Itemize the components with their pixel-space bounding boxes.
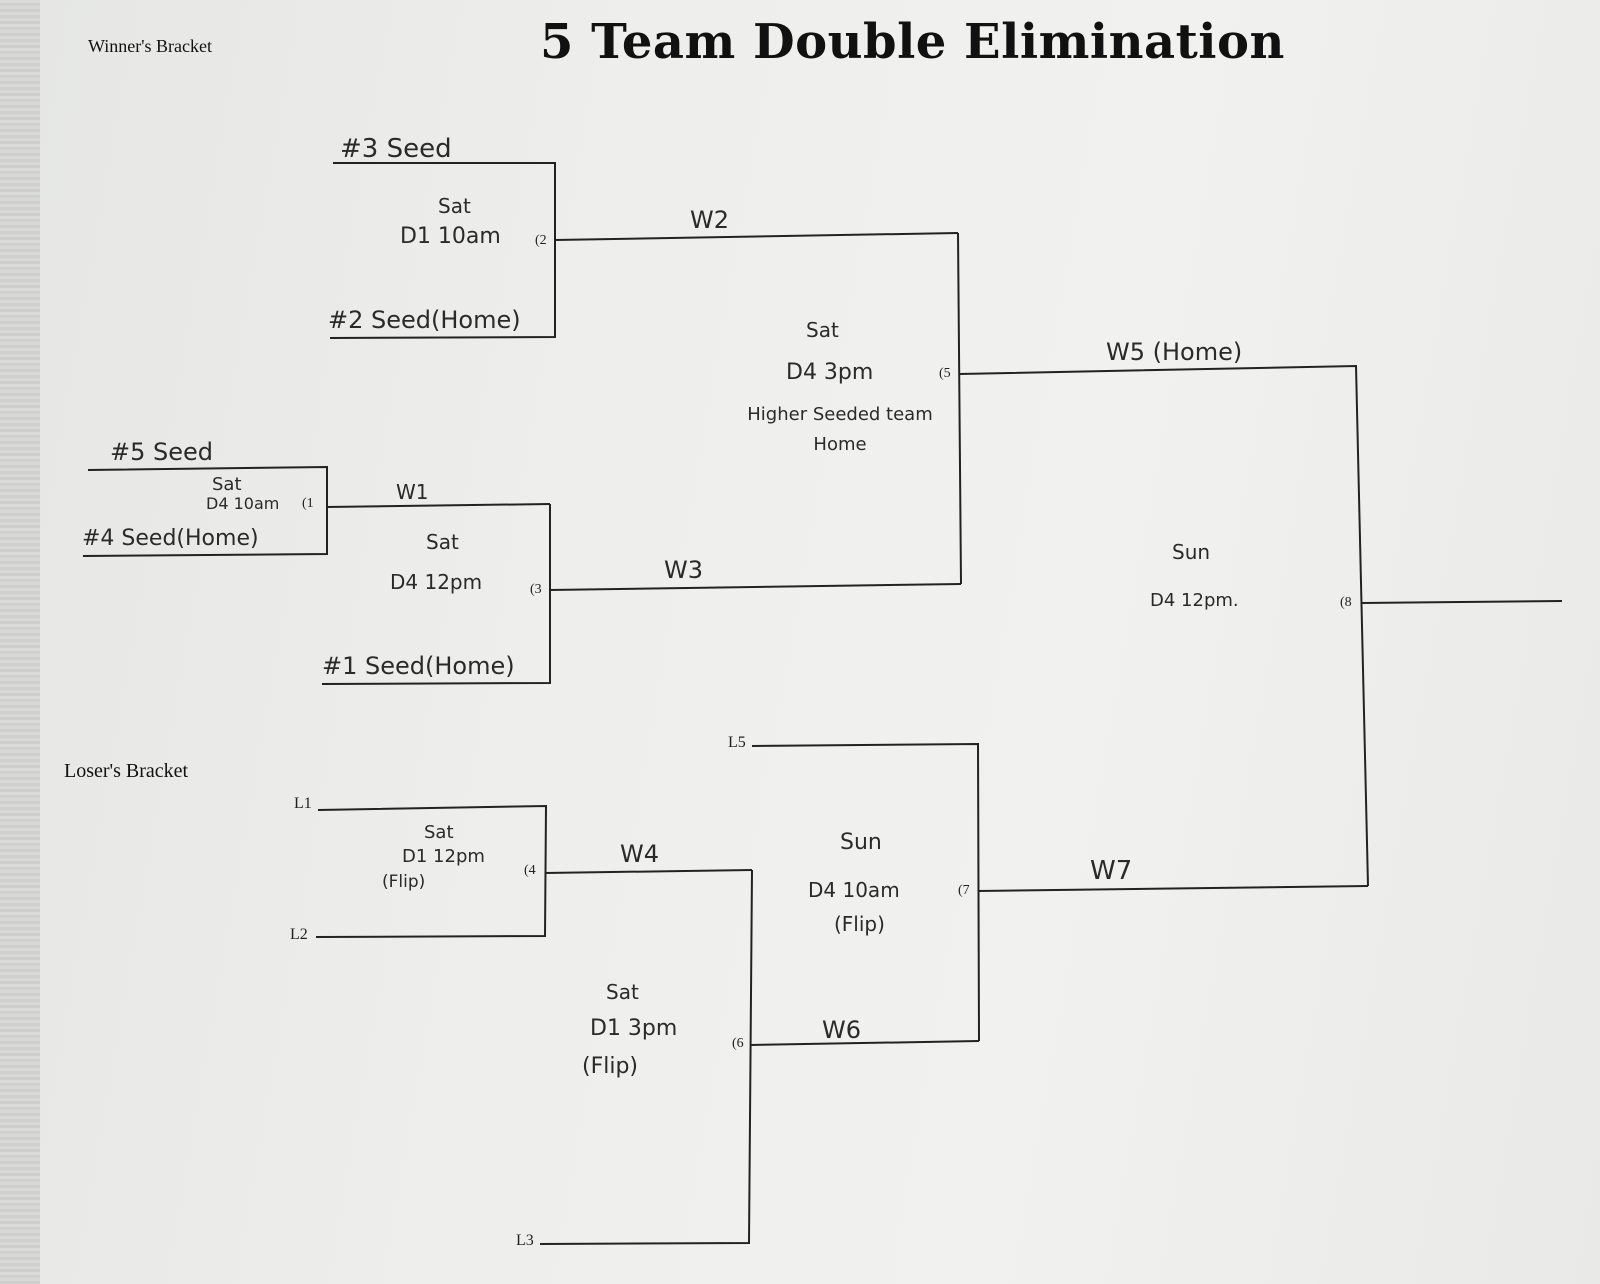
game-5-number: (5 (939, 366, 951, 381)
game-8-out-line (1361, 600, 1563, 604)
seed-2-label: #2 Seed(Home) (328, 306, 521, 334)
game-5-note: Higher Seeded team Home (747, 404, 933, 455)
game-3-day: Sat (426, 530, 459, 554)
game-6-time: D1 3pm (590, 1016, 678, 1041)
game-3-time: D4 12pm (390, 570, 483, 594)
background-strip (0, 0, 40, 1284)
game-6-note: (Flip) (582, 1054, 639, 1079)
game-5-time: D4 3pm (786, 360, 874, 385)
page-title: 5 Team Double Elimination (540, 14, 1285, 70)
game-3-lines (321, 504, 551, 685)
game-2-number: (2 (535, 233, 547, 248)
game-6-lines (539, 869, 753, 1245)
game-8-number: (8 (1340, 595, 1352, 610)
game-2-time: D1 10am (400, 224, 501, 249)
game-7-out-line (977, 885, 1369, 892)
w7-label: W7 (1090, 856, 1133, 886)
game-5-day: Sat (806, 318, 839, 342)
game-1-day: Sat (212, 474, 242, 495)
bracket-sheet (40, 0, 1600, 1284)
game-3-out-line (549, 583, 962, 591)
game-4-out-line (544, 869, 753, 874)
seed-3-label: #3 Seed (340, 134, 452, 164)
game-4-time: D1 12pm (402, 846, 485, 867)
game-5-lines (957, 232, 962, 585)
w1-label: W1 (396, 480, 429, 504)
w3-label: W3 (664, 556, 703, 584)
seed-5-label: #5 Seed (110, 438, 214, 466)
game-2-lines (329, 162, 556, 339)
winners-bracket-label: Winner's Bracket (88, 36, 212, 56)
game-1-time: D4 10am (206, 494, 280, 513)
w6-label: W6 (822, 1016, 861, 1044)
game-3-number: (3 (530, 582, 542, 597)
l3-label: L3 (516, 1232, 534, 1249)
game-4-number: (4 (524, 863, 536, 878)
seed-4-label: #4 Seed(Home) (82, 526, 259, 551)
game-4-note: (Flip) (382, 872, 426, 892)
game-4-day: Sat (424, 822, 454, 843)
game-6-number: (6 (732, 1036, 744, 1051)
seed-1-label: #1 Seed(Home) (322, 652, 515, 680)
game-7-note: (Flip) (834, 912, 885, 936)
game-1-lines (82, 465, 328, 557)
l2-label: L2 (290, 926, 308, 943)
game-4-lines (315, 804, 548, 938)
game-1-out-line (326, 503, 551, 508)
game-8-time: D4 12pm. (1150, 590, 1239, 611)
game-6-day: Sat (606, 980, 639, 1004)
game-1-number: (1 (302, 496, 314, 511)
w5-label: W5 (Home) (1106, 338, 1243, 366)
game-7-lines (751, 742, 980, 1042)
l1-label: L1 (294, 795, 312, 812)
game-7-day: Sun (840, 830, 882, 855)
l5-label: L5 (728, 734, 746, 751)
w2-label: W2 (690, 206, 729, 234)
losers-bracket-label: Loser's Bracket (64, 760, 189, 782)
game-7-number: (7 (958, 883, 970, 898)
game-6-out-line (749, 1040, 980, 1046)
w4-label: W4 (620, 840, 659, 868)
game-7-time: D4 10am (808, 878, 900, 902)
game-2-out-line (554, 232, 959, 241)
game-8-day: Sun (1172, 540, 1211, 564)
game-5-out-line (958, 364, 1369, 887)
game-2-day: Sat (438, 194, 471, 218)
